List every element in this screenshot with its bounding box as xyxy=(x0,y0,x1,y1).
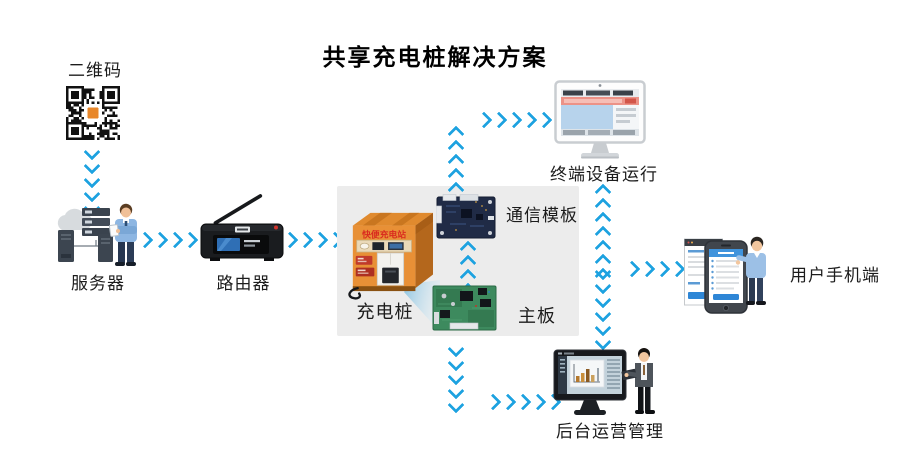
terminal-label: 终端设备运行 xyxy=(550,165,658,184)
user-mobile-icon xyxy=(684,234,772,320)
magnify-beam xyxy=(404,280,440,332)
backend-label: 后台运营管理 xyxy=(556,422,664,441)
arrow-to-terminal xyxy=(475,111,553,129)
arrow-router-to-pile xyxy=(281,231,344,249)
charging-pile-icon: 快便充电站 xyxy=(345,202,433,300)
terminal-monitor-icon xyxy=(554,80,646,162)
arrow-panel-down xyxy=(447,340,465,414)
comm-board-label: 通信模板 xyxy=(506,206,578,225)
qrcode-label: 二维码 xyxy=(68,61,122,80)
user-mobile-label: 用户手机端 xyxy=(790,266,880,285)
server-icon xyxy=(52,200,144,270)
pile-sign-text: 快便充电站 xyxy=(362,228,406,239)
arrow-to-backend xyxy=(484,393,562,411)
arrow-panel-up xyxy=(447,125,465,199)
mainboard-icon xyxy=(432,284,498,332)
router-icon xyxy=(198,180,288,265)
router-label: 路由器 xyxy=(216,274,271,293)
chevron-icon xyxy=(535,111,553,129)
comm-board-icon xyxy=(436,194,498,240)
mainboard-label: 主板 xyxy=(518,306,556,326)
charging-pile-label: 充电桩 xyxy=(356,302,414,322)
qr-code-image xyxy=(66,86,120,140)
backend-icon xyxy=(552,346,664,420)
chevron-icon xyxy=(447,396,465,414)
chevron-icon xyxy=(447,181,465,199)
server-label: 服务器 xyxy=(71,274,125,293)
page-title: 共享充电桩解决方案 xyxy=(322,44,548,70)
